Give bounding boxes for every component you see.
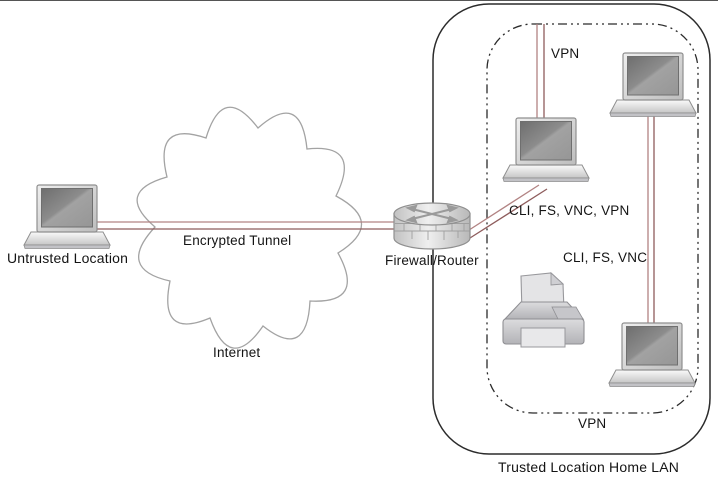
trusted-laptop-top-right-icon xyxy=(609,52,697,118)
vpn-boundary xyxy=(486,23,699,414)
internet-label: Internet xyxy=(213,345,261,360)
services-wan-line xyxy=(465,184,548,239)
encrypted-tunnel-label: Encrypted Tunnel xyxy=(183,233,292,248)
firewall-router-icon xyxy=(393,202,471,250)
trusted-laptop-main-icon xyxy=(502,117,590,183)
services-lan-label: CLI, FS, VNC xyxy=(563,250,648,265)
vpn-top-label: VPN xyxy=(551,46,580,61)
printer-icon xyxy=(502,271,585,348)
trusted-laptop-bottom-right-icon xyxy=(608,322,696,388)
encrypted-tunnel-line xyxy=(95,221,400,230)
services-wan-label: CLI, FS, VNC, VPN xyxy=(509,203,630,218)
cloud-icon xyxy=(136,106,363,349)
trusted-location-label: Trusted Location Home LAN xyxy=(498,459,680,475)
services-lan-line xyxy=(647,115,655,323)
firewall-router-label: Firewall/Router xyxy=(385,253,479,268)
vpn-line-top xyxy=(536,24,545,118)
vpn-bottom-label: VPN xyxy=(578,416,607,431)
untrusted-location-label: Untrusted Location xyxy=(7,250,129,266)
untrusted-laptop-icon xyxy=(23,184,111,250)
